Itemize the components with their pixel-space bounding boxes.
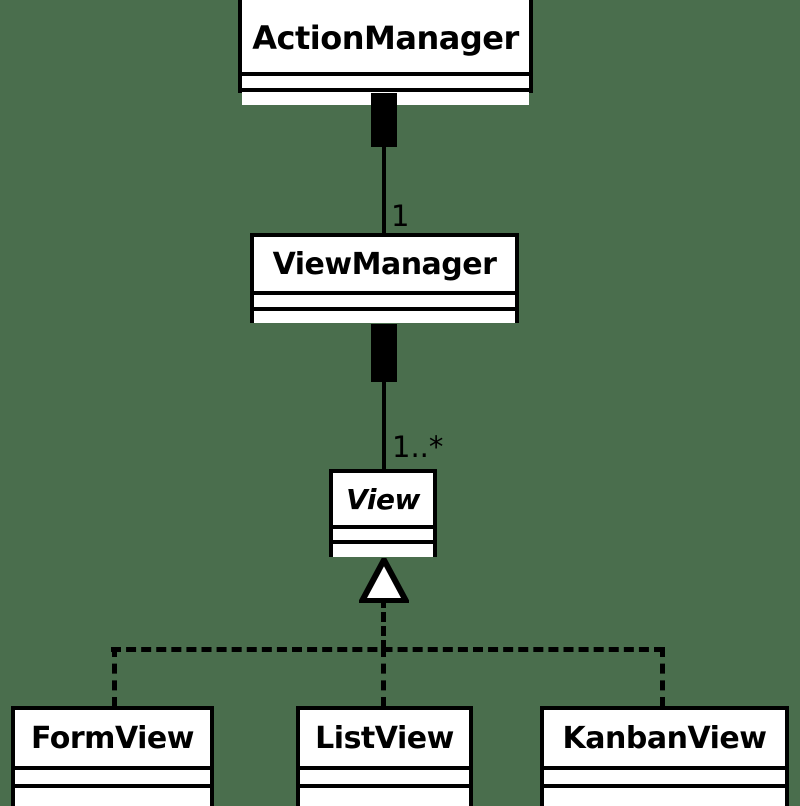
multiplicity-label-actionmanager-viewmanager: 1 [391,199,410,233]
class-box-kanbanview[interactable]: KanbanView [540,706,789,806]
class-operations-formview [15,784,210,806]
class-operations-view [333,540,433,557]
class-title-viewmanager: ViewManager [254,237,515,291]
class-title-actionmanager: ActionManager [242,0,529,72]
class-attributes-kanbanview [544,766,785,784]
class-attributes-actionmanager [242,72,529,88]
class-title-formview: FormView [15,710,210,766]
class-title-kanbanview: KanbanView [544,710,785,766]
realization-drop-formview [112,647,117,707]
generalization-triangle-view [359,558,409,603]
composition-line-actionmanager-viewmanager [382,140,386,235]
class-attributes-viewmanager [254,291,515,307]
class-box-actionmanager[interactable]: ActionManager [238,0,533,105]
class-box-view[interactable]: View [329,469,437,557]
composition-line-viewmanager-view [382,375,386,471]
realization-stem-view [381,598,386,650]
class-attributes-formview [15,766,210,784]
class-box-listview[interactable]: ListView [296,706,473,806]
realization-bus-horizontal [111,647,664,652]
class-attributes-listview [300,766,469,784]
class-box-formview[interactable]: FormView [11,706,214,806]
class-operations-listview [300,784,469,806]
class-title-listview: ListView [300,710,469,766]
multiplicity-label-viewmanager-view: 1..* [392,430,444,464]
class-attributes-view [333,525,433,540]
realization-drop-kanbanview [660,647,665,707]
class-title-view: View [333,473,433,525]
composition-diamond-actionmanager [371,93,397,147]
class-operations-viewmanager [254,307,515,323]
composition-diamond-viewmanager [371,324,397,382]
class-box-viewmanager[interactable]: ViewManager [250,233,519,323]
class-operations-kanbanview [544,784,785,806]
realization-drop-listview [381,647,386,707]
